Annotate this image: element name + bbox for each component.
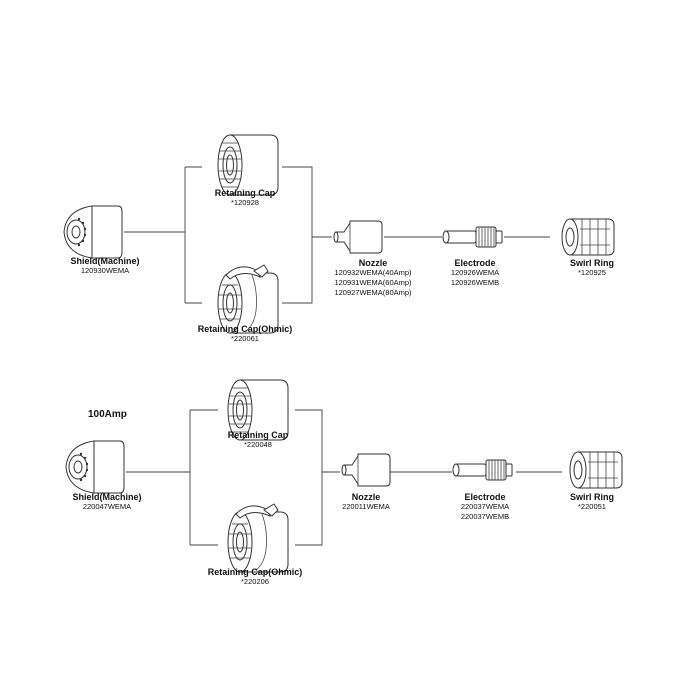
section-2-connectors (126, 409, 562, 546)
nozzle-label-2: Nozzle 220011WEMA (342, 492, 390, 511)
shield-machine-label-2: Shield(Machine) 220047WEMA (72, 492, 142, 511)
retaining-cap-ohmic-label-2: Retaining Cap(Ohmic) *220206 (207, 567, 303, 586)
retaining-cap-label-1: Retaining Cap *120928 (214, 188, 276, 207)
retaining-cap-label-2: Retaining Cap *220048 (227, 430, 289, 449)
nozzle-label-1: Nozzle 120932WEMA(40Amp) 120931WEMA(60Am… (334, 258, 412, 297)
retaining-cap-ohmic-label-1: Retaining Cap(Ohmic) *220061 (197, 324, 293, 343)
section-1-connectors (124, 166, 550, 304)
electrode-label-2: Electrode 220037WEMA 220037WEMB (460, 492, 510, 521)
electrode-part-1 (442, 226, 503, 248)
retaining-cap-ohmic-part-2 (227, 503, 289, 573)
retaining-cap-ohmic-part-1 (217, 264, 279, 334)
shield-machine-part-1 (63, 205, 123, 259)
shield-machine-part-2 (65, 440, 125, 494)
nozzle-part-2 (341, 453, 391, 487)
swirl-ring-label-2: Swirl Ring *220051 (569, 492, 614, 511)
amperage-heading: 100Amp (88, 409, 127, 420)
electrode-part-2 (452, 459, 513, 481)
electrode-label-1: Electrode 120926WEMA 120926WEMB (450, 258, 500, 287)
swirl-ring-label-1: Swirl Ring *120925 (569, 258, 614, 277)
swirl-ring-part-1 (561, 218, 615, 256)
shield-machine-label-1: Shield(Machine) 120930WEMA (70, 256, 140, 275)
swirl-ring-part-2 (569, 451, 623, 489)
retaining-cap-part-1 (217, 134, 279, 196)
nozzle-part-1 (333, 220, 383, 254)
